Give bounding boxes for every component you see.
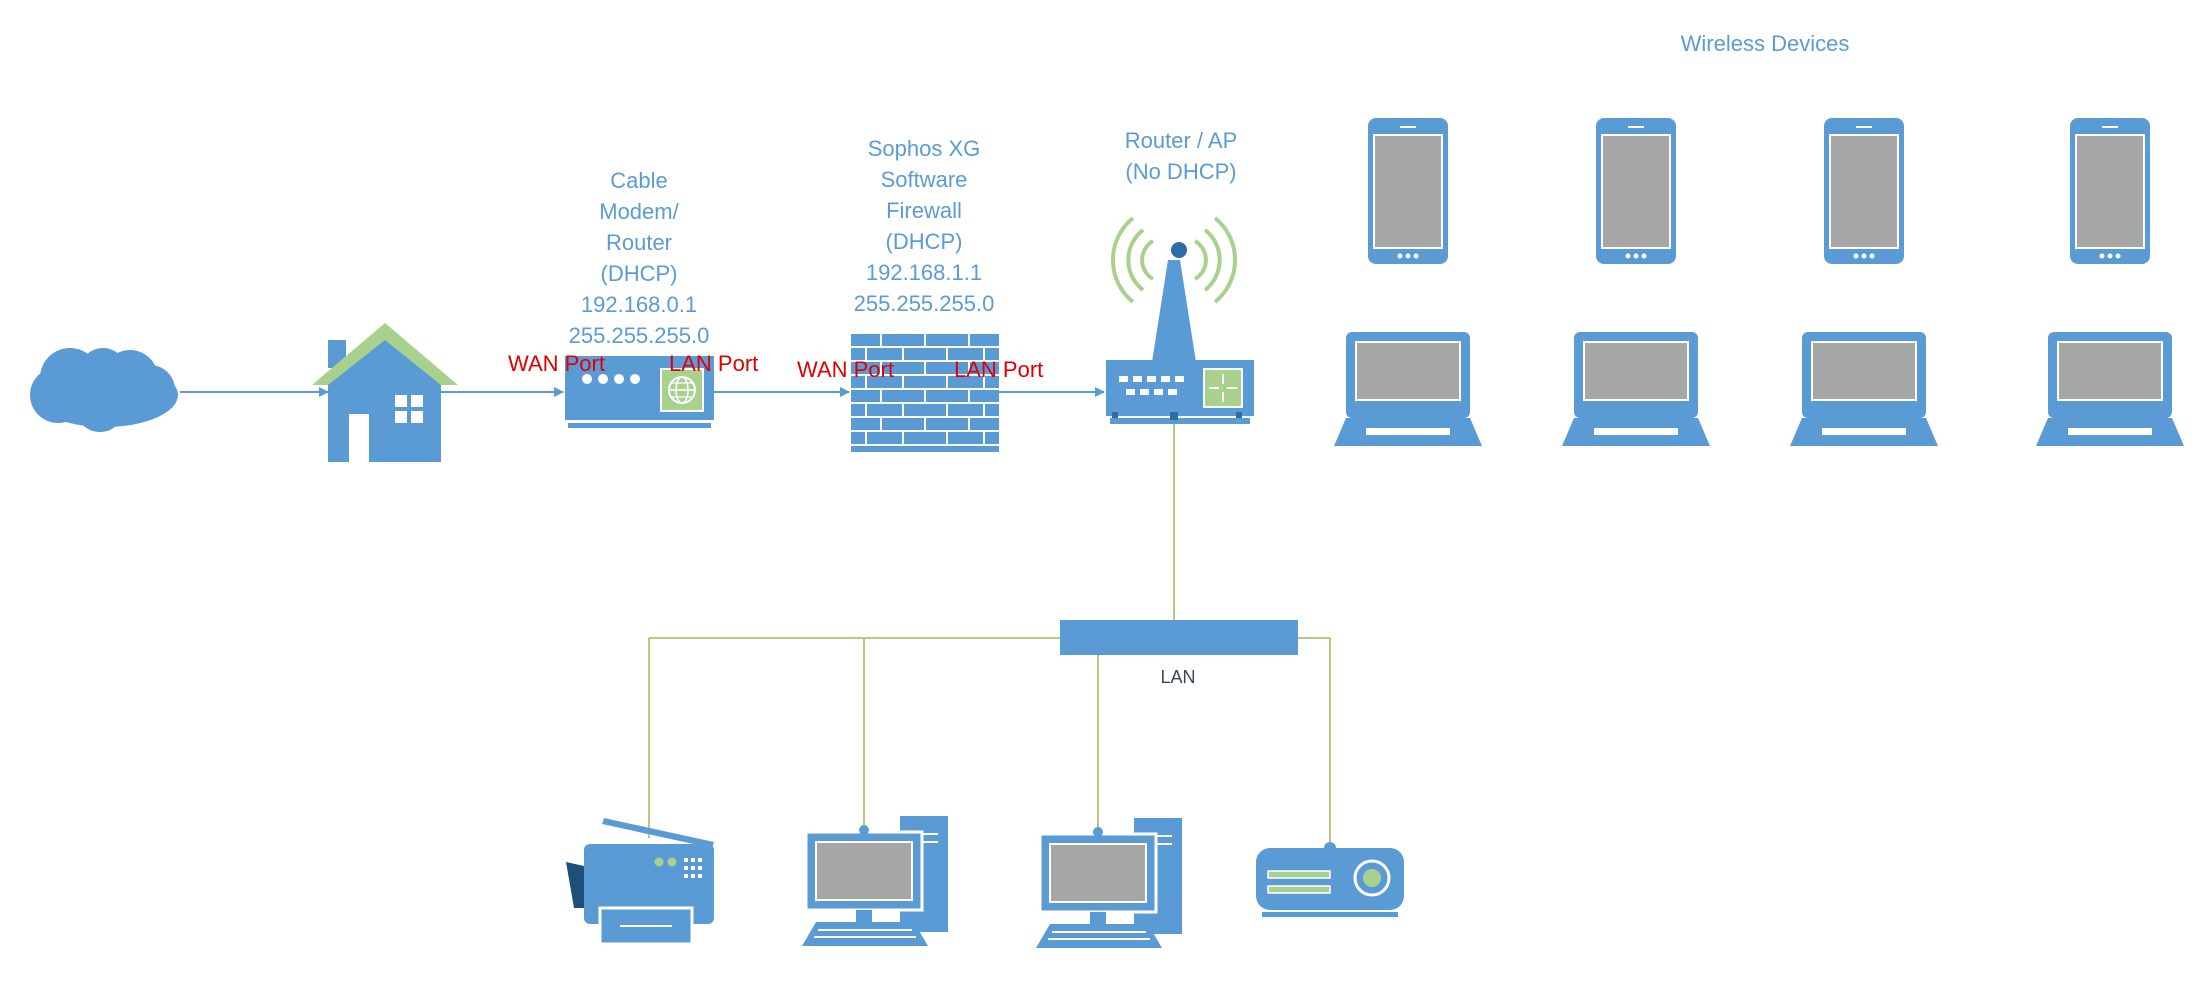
firewall-label-line: 255.255.255.0 xyxy=(853,291,995,316)
laptop-icon xyxy=(1562,332,1710,446)
modem-wan-port-label: WAN Port xyxy=(508,351,605,376)
modem-label-line: (DHCP) xyxy=(600,261,678,286)
router-ap-label: Router / AP (No DHCP) xyxy=(1081,125,1281,187)
firewall-label: Sophos XG Software Firewall (DHCP) 192.1… xyxy=(824,133,1024,319)
projector-icon xyxy=(1256,842,1404,917)
router-ap-label-line: (No DHCP) xyxy=(1125,159,1237,184)
smartphone-icon xyxy=(2070,118,2150,264)
modem-label-line: Router xyxy=(605,230,673,255)
smartphone-icon xyxy=(1824,118,1904,264)
firewall-lan-port-label: LAN Port xyxy=(954,357,1044,382)
desktop-computer-icon xyxy=(802,816,948,946)
printer-icon xyxy=(566,818,714,946)
house-icon xyxy=(312,323,458,462)
modem-icon xyxy=(565,356,714,428)
modem-label-line: Cable xyxy=(610,168,668,193)
laptop-icon xyxy=(2036,332,2184,446)
router-ap-label-line: Router / AP xyxy=(1124,128,1238,153)
modem-label-line: 192.168.0.1 xyxy=(580,292,698,317)
laptop-icon xyxy=(1790,332,1938,446)
wireless-router-icon xyxy=(1106,216,1254,424)
modem-label: Cable Modem/ Router (DHCP) 192.168.0.1 2… xyxy=(539,165,739,351)
modem-lan-port-label: LAN Port xyxy=(669,351,759,376)
firewall-label-line: 192.168.1.1 xyxy=(865,260,983,285)
cloud-icon xyxy=(30,348,178,432)
smartphone-icon xyxy=(1368,118,1448,264)
firewall-label-line: (DHCP) xyxy=(885,229,963,254)
smartphone-icon xyxy=(1596,118,1676,264)
lan-label: LAN xyxy=(1160,667,1196,687)
firewall-label-line: Sophos XG xyxy=(867,136,981,161)
firewall-wan-port-label: WAN Port xyxy=(797,357,894,382)
desktop-computer-icon xyxy=(1036,818,1182,948)
firewall-icon xyxy=(851,334,999,452)
lan-cables xyxy=(648,422,1331,846)
laptop-icon xyxy=(1334,332,1482,446)
firewall-label-line: Software xyxy=(880,167,968,192)
modem-label-line: Modem/ xyxy=(599,199,679,224)
switch-icon xyxy=(1060,620,1298,655)
modem-label-line: 255.255.255.0 xyxy=(568,323,710,348)
firewall-label-line: Firewall xyxy=(886,198,962,223)
wireless-devices-label: Wireless Devices xyxy=(1680,31,1850,56)
